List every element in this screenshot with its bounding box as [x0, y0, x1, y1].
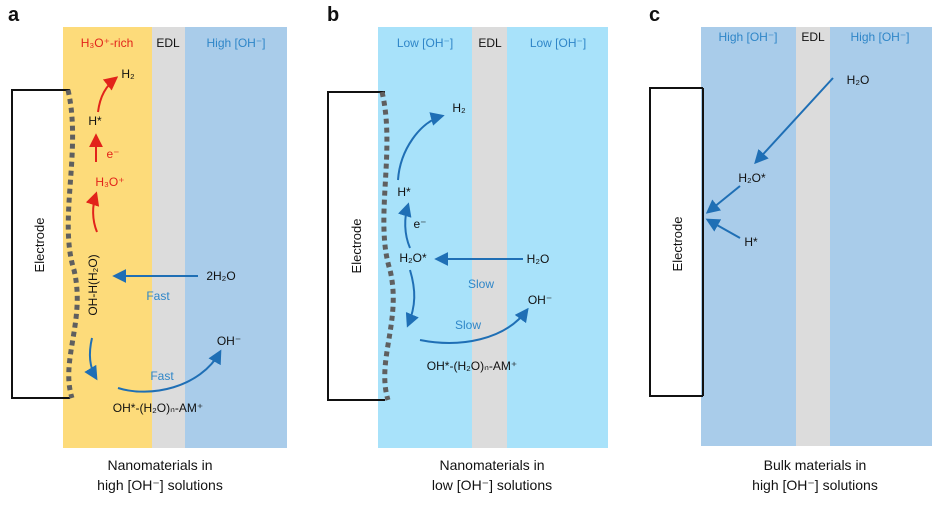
arrow-h2ostar-to-hstar: [398, 202, 412, 249]
region-high-oh-left: [701, 27, 796, 446]
edl-layer: [472, 27, 507, 448]
edl-label: EDL: [156, 36, 180, 50]
caption-line-1: Bulk materials in: [764, 457, 867, 473]
species-2h2o: 2H₂O: [206, 269, 235, 283]
species-oh: OH⁻: [528, 293, 552, 307]
region-label-high-oh: High [OH⁻]: [206, 36, 265, 50]
region-label-high-oh: High [OH⁻]: [850, 30, 909, 44]
species-complex: OH*-(H₂O)ₙ-AM⁺: [113, 401, 203, 415]
edl-label: EDL: [478, 36, 502, 50]
panel-letter: a: [8, 4, 20, 26]
region-low-oh-left: [378, 27, 472, 448]
rate-label-lower: Fast: [150, 369, 174, 383]
region-label-h3o-rich: H₃O⁺-rich: [81, 36, 134, 50]
edl-layer: [152, 27, 185, 448]
electrode-outline: [649, 87, 703, 397]
species-complex: OH*-(H₂O)ₙ-AM⁺: [427, 359, 517, 373]
species-electron: e⁻: [413, 217, 426, 231]
panel-letter: c: [649, 4, 660, 26]
species-h2ostar: H₂O*: [738, 171, 766, 185]
panel-b: b Low [OH⁻] EDL Low [OH⁻] Electrode H₂ H…: [327, 4, 608, 493]
edl-label: EDL: [801, 30, 825, 44]
electrode-label: Electrode: [349, 219, 364, 274]
species-h2o: H₂O: [847, 73, 870, 87]
region-high-oh-right: [830, 27, 932, 446]
caption-line-2: high [OH⁻] solutions: [97, 477, 223, 493]
species-oh-h-h2o: OH-H(H₂O): [86, 254, 100, 315]
species-h3o: H₃O⁺: [95, 175, 124, 189]
species-oh: OH⁻: [217, 334, 241, 348]
arrow-h2ostar-down: [405, 269, 419, 328]
caption-line-1: Nanomaterials in: [439, 457, 544, 473]
arrow-down-to-complex: [84, 337, 98, 381]
region-low-oh-right: [507, 27, 608, 448]
arrow-to-h3o: [85, 191, 100, 233]
arrow-complex-to-oh: [117, 349, 222, 393]
arrow-h2ostar-to-electrode: [705, 185, 741, 214]
panel-c: c High [OH⁻] EDL High [OH⁻] Electrode H₂…: [649, 4, 932, 493]
arrow-complex-to-oh: [419, 307, 529, 344]
caption-line-1: Nanomaterials in: [107, 457, 212, 473]
region-label-low-oh: Low [OH⁻]: [397, 36, 453, 50]
species-h2: H₂: [452, 101, 466, 115]
region-label-high-oh: High [OH⁻]: [718, 30, 777, 44]
caption-line-2: low [OH⁻] solutions: [432, 477, 552, 493]
species-electron: e⁻: [106, 147, 119, 161]
arrow-hstar-to-electrode: [705, 218, 741, 239]
species-hstar: H*: [88, 114, 102, 128]
panel-a: a H₃O⁺-rich EDL High [OH⁻] Electrode H₂ …: [8, 4, 287, 493]
species-h2o: H₂O: [527, 252, 550, 266]
region-label-low-oh: Low [OH⁻]: [530, 36, 586, 50]
caption-line-2: high [OH⁻] solutions: [752, 477, 878, 493]
electrode-surface-dots: [65, 89, 80, 399]
electrode-outline: [11, 89, 70, 399]
arrow-hstar-to-h2: [397, 112, 445, 181]
species-hstar: H*: [744, 235, 758, 249]
rate-label-upper: Slow: [468, 277, 494, 291]
arrow-hstar-to-h2: [97, 76, 119, 113]
edl-layer: [796, 27, 830, 446]
species-hstar: H*: [397, 185, 411, 199]
rate-label-upper: Fast: [146, 289, 170, 303]
species-h2ostar: H₂O*: [399, 251, 427, 265]
region-h3o-rich: [63, 27, 152, 448]
electrode-label: Electrode: [32, 218, 47, 273]
electrode-outline: [327, 91, 385, 401]
species-h2: H₂: [121, 67, 135, 81]
rate-label-lower: Slow: [455, 318, 481, 332]
panel-letter: b: [327, 4, 339, 26]
region-high-oh: [185, 27, 287, 448]
electrode-label: Electrode: [670, 217, 685, 272]
arrow-h2o-to-h2ostar: [754, 77, 834, 165]
